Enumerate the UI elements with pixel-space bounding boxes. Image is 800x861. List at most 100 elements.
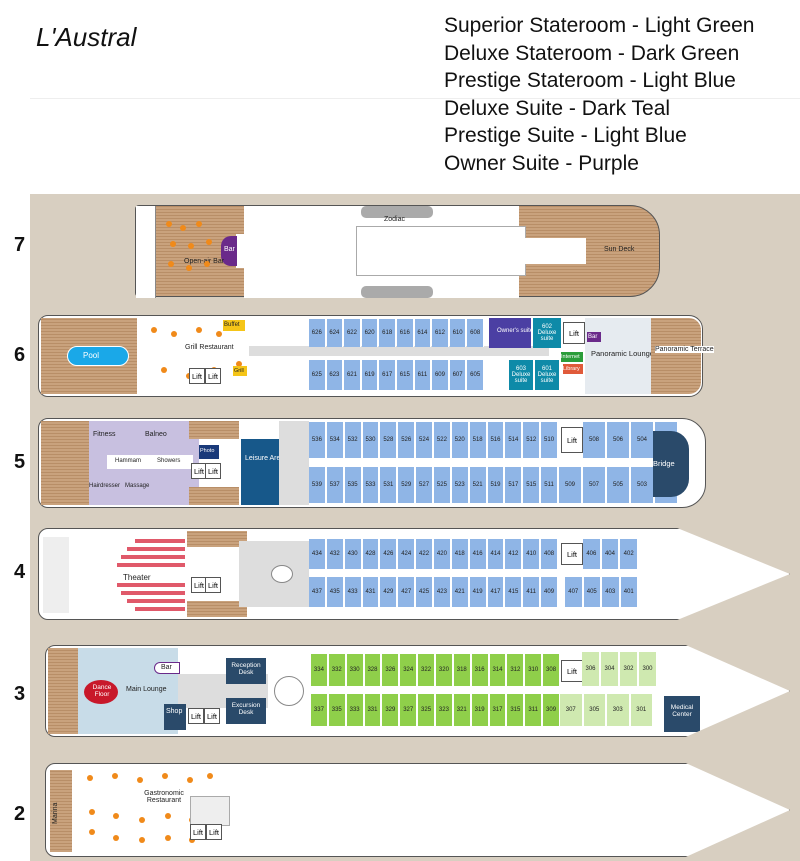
cabin-623[interactable]: 623: [326, 360, 344, 390]
cabin-431[interactable]: 431: [362, 577, 380, 607]
deck-6[interactable]: Pool Grill Restaurant Buffet Grill Lift …: [38, 315, 714, 397]
cabin-518[interactable]: 518: [469, 422, 487, 458]
cabin-307[interactable]: 307: [560, 694, 583, 726]
cabin-608[interactable]: 608: [467, 319, 484, 347]
cabin-425[interactable]: 425: [416, 577, 433, 607]
cabin-420[interactable]: 420: [434, 539, 451, 569]
cabin-535[interactable]: 535: [344, 467, 362, 503]
cabin-333[interactable]: 333: [346, 694, 364, 726]
cabin-435[interactable]: 435: [326, 577, 344, 607]
cabin-318[interactable]: 318: [453, 654, 471, 686]
cabin-335[interactable]: 335: [328, 694, 346, 726]
cabin-511[interactable]: 511: [541, 467, 558, 503]
lift[interactable]: Lift: [191, 463, 207, 479]
cabin-506[interactable]: 506: [607, 422, 630, 458]
lift[interactable]: Lift: [205, 463, 221, 479]
lift[interactable]: Lift: [206, 824, 222, 840]
lift[interactable]: Lift: [204, 708, 220, 724]
cabin-510[interactable]: 510: [541, 422, 558, 458]
cabin-402[interactable]: 402: [620, 539, 638, 569]
cabin-602[interactable]: 602 Deluxe suite: [533, 318, 561, 348]
cabin-531[interactable]: 531: [380, 467, 398, 503]
cabin-418[interactable]: 418: [451, 539, 469, 569]
cabin-330[interactable]: 330: [346, 654, 364, 686]
cabin-403[interactable]: 403: [602, 577, 620, 607]
cabin-614[interactable]: 614: [414, 319, 432, 347]
cabin-620[interactable]: 620: [361, 319, 379, 347]
cabin-331[interactable]: 331: [364, 694, 382, 726]
cabin-512[interactable]: 512: [523, 422, 541, 458]
cabin-522[interactable]: 522: [434, 422, 451, 458]
deck-2[interactable]: Marina Gastronomic Restaurant Lift Lift: [45, 763, 790, 857]
cabin-317[interactable]: 317: [489, 694, 507, 726]
cabin-503[interactable]: 503: [631, 467, 654, 503]
cabin-504[interactable]: 504: [631, 422, 654, 458]
cabin-408[interactable]: 408: [541, 539, 558, 569]
lift[interactable]: Lift: [188, 708, 204, 724]
cabin-415[interactable]: 415: [505, 577, 523, 607]
cabin-319[interactable]: 319: [471, 694, 489, 726]
cabin-406[interactable]: 406: [583, 539, 601, 569]
lift[interactable]: Lift: [561, 543, 583, 565]
lift[interactable]: Lift: [561, 660, 583, 682]
cabin-423[interactable]: 423: [434, 577, 451, 607]
cabin-532[interactable]: 532: [344, 422, 362, 458]
deck-3[interactable]: Dance Floor Bar Main Lounge Shop Lift Li…: [45, 645, 790, 737]
cabin-417[interactable]: 417: [487, 577, 505, 607]
cabin-621[interactable]: 621: [344, 360, 361, 390]
cabin-322[interactable]: 322: [418, 654, 435, 686]
cabin-327[interactable]: 327: [400, 694, 418, 726]
cabin-411[interactable]: 411: [523, 577, 541, 607]
cabin-401[interactable]: 401: [620, 577, 638, 607]
cabin-517[interactable]: 517: [505, 467, 523, 503]
cabin-332[interactable]: 332: [328, 654, 346, 686]
cabin-323[interactable]: 323: [436, 694, 453, 726]
cabin-426[interactable]: 426: [380, 539, 398, 569]
cabin-414[interactable]: 414: [487, 539, 505, 569]
lift[interactable]: Lift: [191, 577, 207, 593]
cabin-337[interactable]: 337: [311, 694, 328, 726]
cabin-404[interactable]: 404: [601, 539, 620, 569]
cabin-616[interactable]: 616: [397, 319, 414, 347]
cabin-316[interactable]: 316: [471, 654, 489, 686]
cabin-603[interactable]: 603 Deluxe suite: [509, 360, 533, 390]
cabin-536[interactable]: 536: [309, 422, 326, 458]
cabin-508[interactable]: 508: [583, 422, 606, 458]
cabin-328[interactable]: 328: [364, 654, 382, 686]
cabin-520[interactable]: 520: [451, 422, 469, 458]
lift[interactable]: Lift: [205, 368, 221, 384]
cabin-609[interactable]: 609: [432, 360, 449, 390]
cabin-433[interactable]: 433: [344, 577, 362, 607]
cabin-611[interactable]: 611: [414, 360, 432, 390]
cabin-505[interactable]: 505: [607, 467, 630, 503]
cabin-530[interactable]: 530: [362, 422, 380, 458]
cabin-610[interactable]: 610: [449, 319, 467, 347]
cabin-321[interactable]: 321: [453, 694, 471, 726]
cabin-325[interactable]: 325: [418, 694, 435, 726]
cabin-601[interactable]: 601 Deluxe suite: [535, 360, 559, 390]
cabin-300[interactable]: 300: [639, 652, 657, 686]
lift[interactable]: Lift: [190, 824, 206, 840]
cabin-434[interactable]: 434: [309, 539, 326, 569]
cabin-308[interactable]: 308: [543, 654, 560, 686]
cabin-524[interactable]: 524: [416, 422, 433, 458]
cabin-416[interactable]: 416: [469, 539, 487, 569]
cabin-529[interactable]: 529: [398, 467, 416, 503]
cabin-618[interactable]: 618: [379, 319, 396, 347]
cabin-607[interactable]: 607: [449, 360, 467, 390]
cabin-334[interactable]: 334: [311, 654, 328, 686]
cabin-537[interactable]: 537: [326, 467, 344, 503]
cabin-437[interactable]: 437: [309, 577, 326, 607]
cabin-617[interactable]: 617: [379, 360, 396, 390]
cabin-301[interactable]: 301: [630, 694, 653, 726]
cabin-320[interactable]: 320: [436, 654, 453, 686]
cabin-509[interactable]: 509: [559, 467, 582, 503]
cabin-303[interactable]: 303: [607, 694, 630, 726]
cabin-302[interactable]: 302: [620, 652, 638, 686]
cabin-314[interactable]: 314: [489, 654, 507, 686]
cabin-311[interactable]: 311: [525, 694, 543, 726]
cabin-407[interactable]: 407: [565, 577, 583, 607]
cabin-523[interactable]: 523: [451, 467, 469, 503]
deck-7[interactable]: Bar Open-air Bar Zodiac Sun Deck: [135, 205, 660, 298]
cabin-516[interactable]: 516: [487, 422, 505, 458]
